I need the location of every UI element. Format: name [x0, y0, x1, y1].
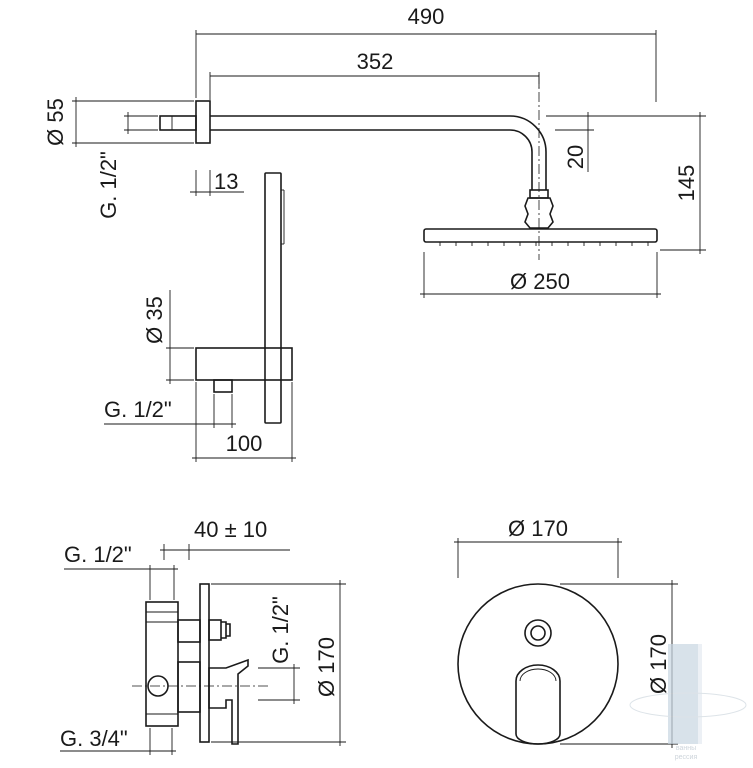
dim-mixer-inlet-label: G. 3/4" [60, 726, 128, 751]
diverter-button-outer [524, 619, 552, 647]
dim-flange-gap-label: 13 [214, 169, 238, 194]
dim-arm-length-label: 352 [357, 49, 394, 74]
dim-mixer-inlet: G. 3/4" [60, 726, 176, 755]
dim-mixer-outlet-side: G. 1/2" [258, 596, 300, 704]
dim-holder-connection-label: G. 1/2" [104, 397, 172, 422]
watermark-logo: ванны рессия [629, 644, 747, 761]
mixer-lever-side [208, 658, 249, 745]
dim-mixer-outlet-side-label: G. 1/2" [268, 596, 293, 664]
dim-overall-width: 490 [195, 4, 657, 102]
arm-threaded-stub [159, 115, 197, 131]
shower-head [423, 228, 658, 243]
watermark-text-line1: ванны [676, 745, 696, 752]
dim-holder-diameter-label: Ø 35 [142, 296, 167, 344]
ball-joint [524, 197, 554, 229]
dim-mixer-outlet: G. 1/2" [64, 542, 178, 600]
shower-arm-assembly [159, 74, 658, 260]
mixer-side-view [145, 583, 249, 745]
diverter-knob [221, 621, 231, 639]
dim-mixer-depth-label: 40 ± 10 [194, 517, 267, 542]
dim-total-height: 145 [560, 112, 706, 254]
dim-overall-width-label: 490 [408, 4, 445, 29]
diverter-knob-base [208, 619, 222, 641]
arm-wall-flange [195, 100, 211, 144]
mixer-front-view [457, 583, 619, 745]
dim-arm-connection: G. 1/2" [96, 112, 158, 219]
shower-arm-pipe [210, 115, 547, 190]
slide-rail-bar [264, 172, 282, 424]
dim-holder-depth-label: 100 [226, 431, 263, 456]
dim-arm-drop: 20 [546, 112, 594, 172]
holder-connector [213, 379, 233, 393]
shower-head-nozzles [439, 242, 649, 246]
mixer-lower-stem [177, 661, 201, 713]
hose-holder-block [195, 347, 293, 381]
dim-arm-drop-label: 20 [563, 145, 588, 169]
dim-head-diameter: Ø 250 [420, 252, 661, 298]
dim-plate-width-label: Ø 170 [508, 516, 568, 541]
dim-plate-height-label: Ø 170 [646, 634, 671, 694]
dim-holder-depth: 100 [192, 382, 296, 462]
diverter-button-inner [530, 625, 546, 641]
dim-arm-connection-label: G. 1/2" [96, 151, 121, 219]
dim-mixer-plate-side: Ø 170 [211, 580, 346, 746]
dim-mixer-plate-side-label: Ø 170 [314, 637, 339, 697]
dim-total-height-label: 145 [674, 165, 699, 202]
dim-arm-length: 352 [209, 49, 540, 100]
dim-flange-gap: 13 [190, 169, 244, 196]
dim-head-diameter-label: Ø 250 [510, 269, 570, 294]
mixer-wall-plate [199, 583, 210, 743]
watermark-text-line2: рессия [675, 754, 698, 761]
mixer-body [145, 601, 179, 727]
dim-plate-width: Ø 170 [454, 516, 622, 578]
dim-flange-diameter-label: Ø 55 [43, 98, 68, 146]
mixer-upper-stem [177, 619, 201, 643]
dim-plate-height: Ø 170 [560, 580, 678, 748]
mixer-lever-front [515, 664, 561, 745]
dim-holder-diameter: Ø 35 [142, 290, 194, 384]
dim-mixer-outlet-label: G. 1/2" [64, 542, 132, 567]
dim-flange-diameter: Ø 55 [43, 97, 194, 147]
slide-rail-assembly [195, 172, 293, 424]
dim-holder-connection: G. 1/2" [104, 394, 236, 428]
dim-mixer-depth: 40 ± 10 [160, 517, 290, 560]
mixer-cover-plate [457, 583, 619, 745]
